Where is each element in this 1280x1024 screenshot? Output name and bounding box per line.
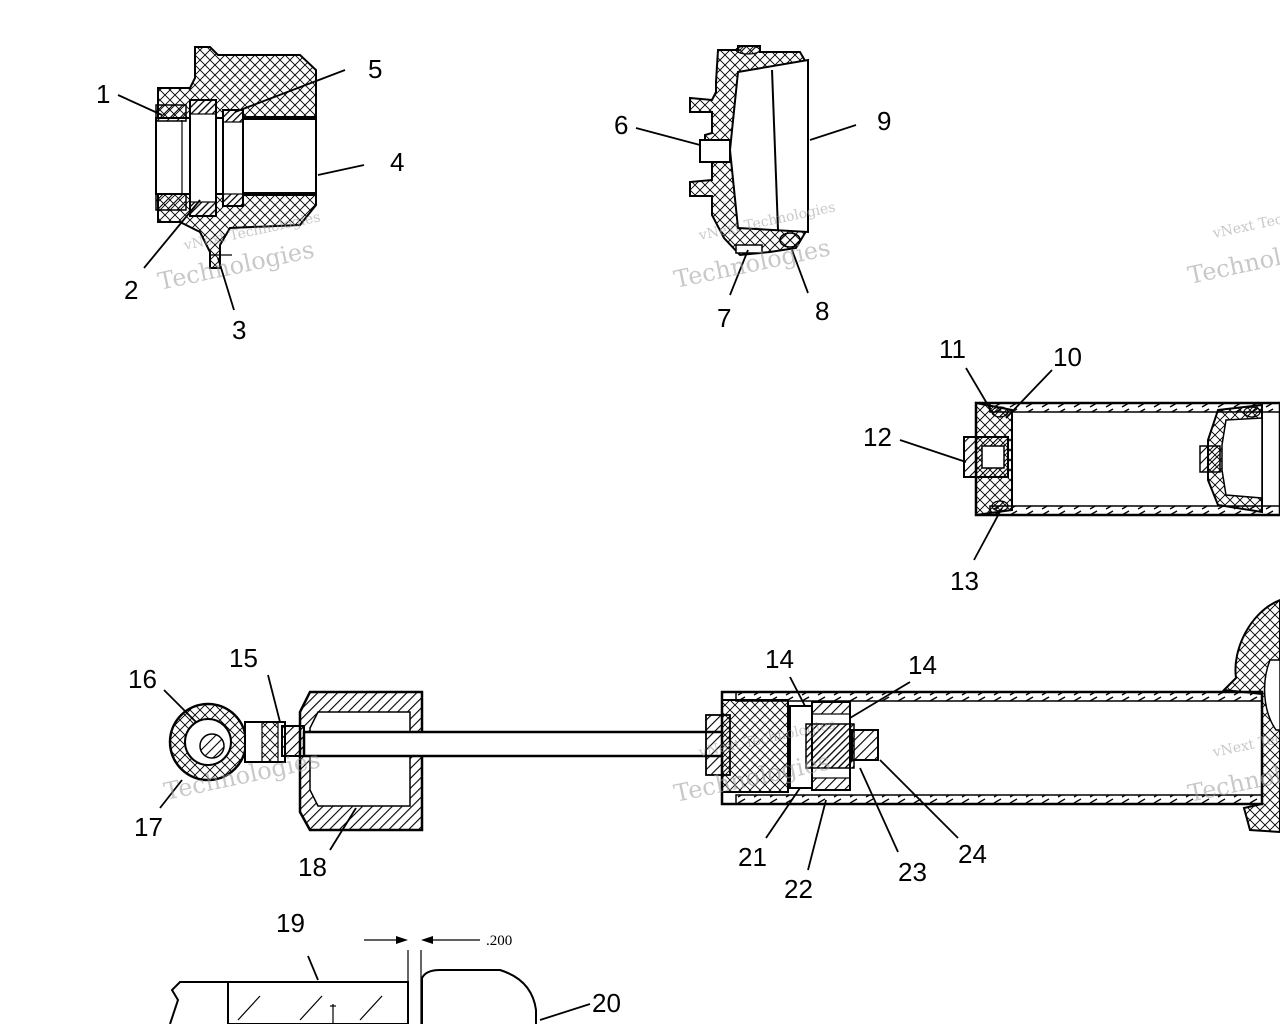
callout-9: 9 (877, 106, 891, 136)
callout-14-piston: 14 (908, 650, 937, 680)
callout-21: 21 (738, 842, 767, 872)
callout-17: 17 (134, 812, 163, 842)
watermark-small: vNext Technologies (1211, 197, 1280, 242)
callout-14-seal: 14 (765, 644, 794, 674)
callout-6: 6 (614, 110, 628, 140)
callout-22: 22 (784, 874, 813, 904)
callout-23: 23 (898, 857, 927, 887)
callout-3: 3 (232, 315, 246, 345)
leader-lines (117, 69, 1053, 1021)
callout-2: 2 (124, 275, 138, 305)
callout-1: 1 (96, 79, 110, 109)
callout-13: 13 (950, 566, 979, 596)
seal-head-assembly (155, 46, 317, 269)
callout-16: 16 (128, 664, 157, 694)
callout-11: 11 (939, 334, 966, 364)
callout-8: 8 (815, 296, 829, 326)
callout-18: 18 (298, 852, 327, 882)
callout-15: 15 (229, 643, 258, 673)
watermark-large: Technologies (155, 235, 316, 295)
callout-10: 10 (1053, 342, 1082, 372)
callout-5: 5 (368, 54, 382, 84)
shaft-body-assembly (168, 598, 1280, 834)
callout-4: 4 (390, 147, 404, 177)
reservoir-body-assembly (963, 401, 1280, 517)
reservoir-cap-assembly (689, 45, 809, 257)
callout-7: 7 (717, 303, 731, 333)
callout-19: 19 (276, 908, 305, 938)
bumper-spacer-detail: .200 (169, 933, 537, 1024)
callout-12: 12 (863, 422, 892, 452)
callout-24: 24 (958, 839, 987, 869)
callout-labels: 1 2 3 4 5 6 7 8 9 10 11 12 13 14 14 15 1… (96, 54, 1082, 1018)
dimension-label: .200 (486, 933, 512, 949)
watermark-large: Technologies (1185, 229, 1280, 289)
callout-20: 20 (592, 988, 621, 1018)
